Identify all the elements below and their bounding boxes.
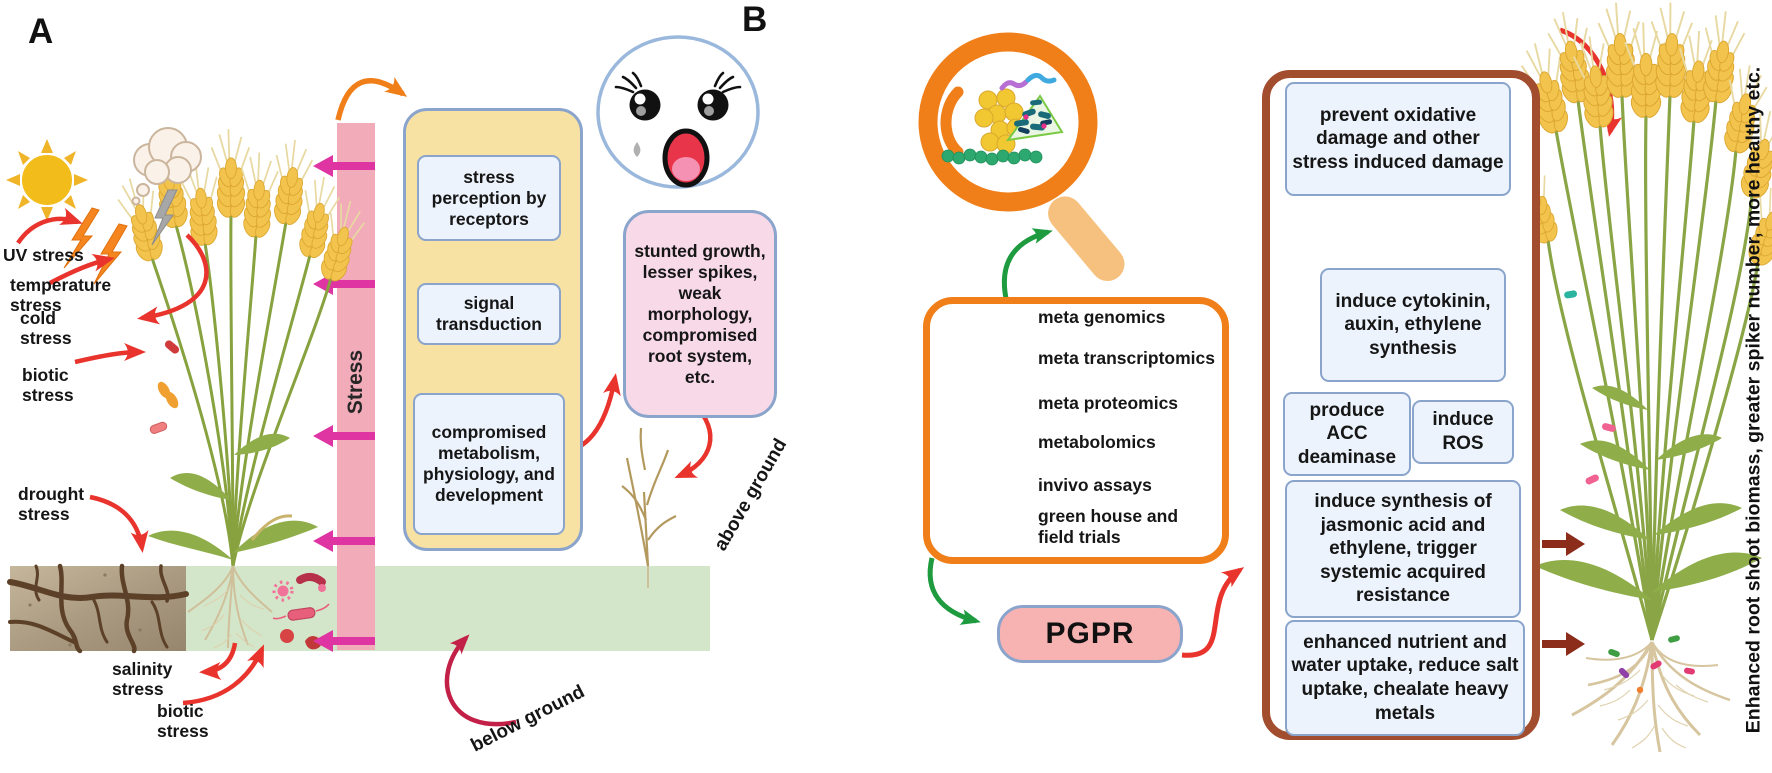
label-drought-stress: drought stress xyxy=(18,484,85,524)
crying-face-icon xyxy=(596,35,760,189)
omics-item-metabolomics: metabolomics xyxy=(1038,432,1156,452)
mechanism-ros: induce ROS xyxy=(1412,400,1514,464)
label-biotic-stress-lower: biotic stress xyxy=(157,701,209,741)
pathway-step-2: signal transduction xyxy=(417,283,561,345)
magnifier-icon xyxy=(918,32,1125,281)
stress-outcome-box: stunted growth, lesser spikes, weak morp… xyxy=(623,210,777,418)
omics-item-metaproteomics: meta proteomics xyxy=(1038,393,1179,413)
root-microbes-icon xyxy=(1608,635,1695,694)
stress-bar xyxy=(337,123,375,650)
soil-microbes-icon xyxy=(272,573,330,650)
mechanism-nutrient-uptake: enhanced nutrient and water uptake, redu… xyxy=(1285,620,1525,736)
green-arrows xyxy=(927,228,1053,625)
mechanism-ros-text: induce ROS xyxy=(1432,409,1494,454)
mechanism-jasmonic: induce synthesis of jasmonic acid and et… xyxy=(1285,480,1521,618)
cracked-soil-image xyxy=(7,563,189,654)
below-ground-arrow xyxy=(444,634,517,727)
omics-approaches-box xyxy=(923,297,1229,564)
pgpr-box: PGPR xyxy=(997,605,1183,663)
label-cold-stress: cold stress xyxy=(20,308,72,348)
healthy-outcome-note: Enhanced root shoot biomass, greater spi… xyxy=(1742,66,1765,734)
label-biotic-stress-upper: biotic stress xyxy=(22,365,74,405)
pathway-step-1: stress perception by receptors xyxy=(417,155,561,241)
wheat-plant-stressed xyxy=(112,128,370,649)
wheat-plant-healthy xyxy=(1505,0,1772,753)
omics-item-metagenomics: meta genomics xyxy=(1038,307,1166,327)
stunted-plant xyxy=(621,427,677,588)
stress-outcome-text: stunted growth, lesser spikes, weak morp… xyxy=(634,240,766,387)
pathway-step-3: compromised metabolism, physiology, and … xyxy=(413,393,565,535)
pathway-step-2-text: signal transduction xyxy=(436,293,542,334)
mechanism-cytokinin: induce cytokinin, auxin, ethylene synthe… xyxy=(1320,268,1506,382)
mechanism-acc-deaminase: produce ACC deaminase xyxy=(1283,392,1411,476)
brown-side-arrows xyxy=(1542,532,1585,656)
omics-item-greenhouse-trials: green house and field trials xyxy=(1038,506,1179,547)
mechanism-nutrient-uptake-text: enhanced nutrient and water uptake, redu… xyxy=(1291,631,1519,724)
omics-item-invivo-assays: invivo assays xyxy=(1038,475,1152,495)
mechanism-acc-deaminase-text: produce ACC deaminase xyxy=(1297,399,1397,468)
pgpr-label: PGPR xyxy=(1045,617,1135,650)
label-uv-stress: UV stress xyxy=(3,245,84,265)
mechanism-prevent-damage-text: prevent oxidative damage and other stres… xyxy=(1292,104,1504,173)
mechanism-cytokinin-text: induce cytokinin, auxin, ethylene synthe… xyxy=(1335,290,1491,359)
pathway-step-1-text: stress perception by receptors xyxy=(431,166,547,229)
thought-cloud-icon xyxy=(131,127,202,206)
omics-item-metatranscriptomics: meta transcriptomics xyxy=(1038,348,1216,368)
sun-icon xyxy=(6,139,88,221)
orange-arrow xyxy=(335,76,408,121)
stress-bar-label: Stress xyxy=(344,349,368,415)
panel-b-label: B xyxy=(742,0,768,39)
label-temperature-stress: temperature stress xyxy=(10,275,112,315)
mechanism-jasmonic-text: induce synthesis of jasmonic acid and et… xyxy=(1314,491,1492,607)
panel-a-label: A xyxy=(28,12,54,51)
pathway-step-3-text: compromised metabolism, physiology, and … xyxy=(423,422,555,505)
mechanism-prevent-damage: prevent oxidative damage and other stres… xyxy=(1285,82,1511,196)
label-salinity-stress: salinity stress xyxy=(112,659,173,699)
microbe-community-icon xyxy=(940,72,1064,166)
grey-lightning-icon xyxy=(151,189,178,246)
